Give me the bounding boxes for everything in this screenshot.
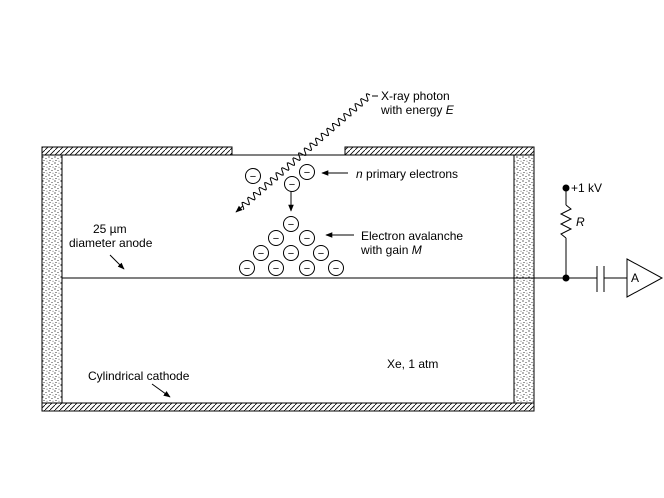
avalanche-gain-var: M [411, 243, 422, 257]
electron-sign: − [304, 167, 310, 179]
electron [313, 245, 329, 261]
electron [239, 260, 255, 276]
leader-anode-arrow [109, 254, 125, 270]
electron-sign: − [318, 248, 324, 260]
cathode-wall [41, 146, 535, 412]
electron [284, 176, 300, 192]
anode-label-line1: 25 µm [93, 222, 127, 236]
anode-label-line2: diameter anode [69, 236, 153, 250]
avalanche-label: Electron avalanche with gain M [361, 229, 463, 257]
photon-label-line2: with energy E [381, 103, 454, 117]
electron [283, 245, 299, 261]
electron-sign: − [273, 263, 279, 275]
electron [268, 260, 284, 276]
electron-sign: − [304, 263, 310, 275]
electron-sign: − [258, 248, 264, 260]
amplifier-triangle [626, 258, 664, 298]
electron-sign: − [288, 219, 294, 231]
electron-sign: − [244, 263, 250, 275]
electron [268, 230, 284, 246]
electron-sign: − [289, 179, 295, 191]
leader-cathode-arrow [151, 383, 171, 398]
photon-label: X-ray photon with energy E [381, 89, 454, 117]
electron-sign: − [273, 233, 279, 245]
photon-label-prefix: with energy [381, 103, 446, 117]
electron [328, 260, 344, 276]
electron-sign: − [304, 233, 310, 245]
electron [299, 260, 315, 276]
primary-electrons-text: primary electrons [362, 167, 459, 181]
anode-label: 25 µm diameter anode [69, 222, 152, 250]
xray-photon-head [235, 205, 244, 213]
cathode-left-endcap [41, 154, 63, 404]
electron [253, 245, 269, 261]
photon-energy-var: E [445, 103, 454, 117]
cathode-bottom-strip [41, 402, 535, 412]
electron-sign: − [250, 171, 256, 183]
primary-electrons-label: n primary electrons [356, 167, 458, 181]
resistor-zigzag [559, 204, 573, 239]
electron [299, 164, 315, 180]
cathode-top-right-strip [344, 146, 535, 156]
photon-label-line1: X-ray photon [381, 89, 450, 103]
resistor-label: R [576, 215, 585, 229]
cathode-top-left-strip [41, 146, 233, 156]
xray-photon-path [241, 93, 371, 211]
avalanche-label-line2: with gain M [361, 243, 463, 257]
electron-sign: − [288, 248, 294, 260]
avalanche-label-line1: Electron avalanche [361, 229, 464, 243]
gas-label: Xe, 1 atm [387, 357, 439, 371]
electron [299, 230, 315, 246]
cathode-label: Cylindrical cathode [88, 369, 190, 383]
amplifier-label: A [631, 271, 640, 285]
electrons: −−−−−−−−−−−−− [239, 164, 344, 276]
electron-sign: − [333, 263, 339, 275]
electron [283, 216, 299, 232]
voltage-label: +1 kV [571, 181, 603, 195]
primary-count-var: n [356, 167, 363, 181]
cathode-right-endcap [513, 154, 535, 404]
electron [245, 168, 261, 184]
avalanche-label-prefix: with gain [361, 243, 412, 257]
